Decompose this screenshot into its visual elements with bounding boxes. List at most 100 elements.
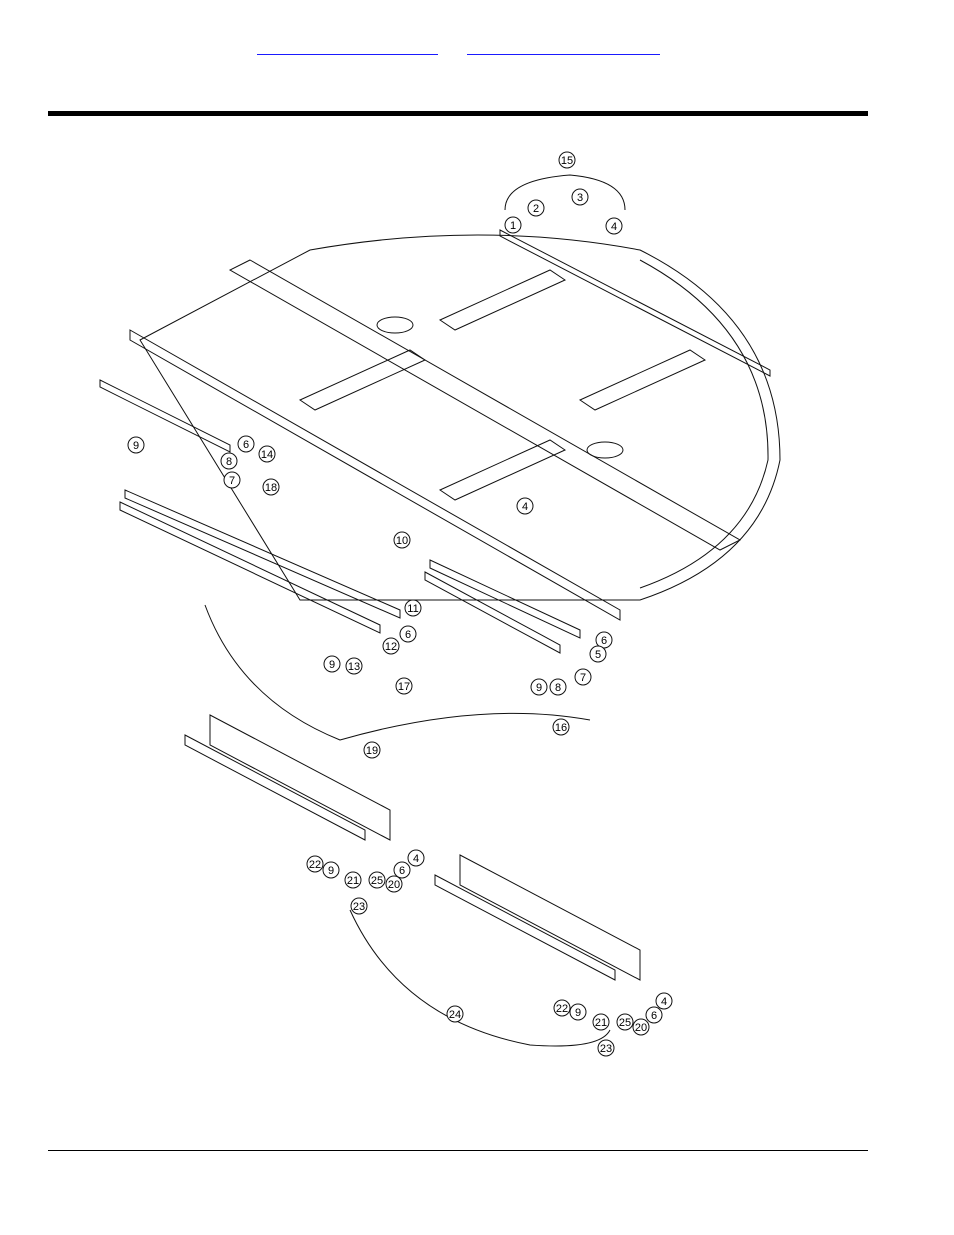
callout-c21a: 21 (344, 871, 362, 889)
bracket-24 (349, 909, 611, 1047)
callout-number: 1 (510, 220, 516, 232)
callout-c16: 16 (552, 718, 570, 736)
callout-number: 20 (635, 1022, 647, 1034)
callout-number: 25 (619, 1017, 631, 1029)
header-rule (48, 111, 868, 116)
callout-number: 17 (398, 681, 410, 693)
callout-circle (306, 855, 324, 873)
callout-c12: 12 (382, 637, 400, 655)
callout-number: 23 (600, 1043, 612, 1055)
callout-c21b: 21 (592, 1013, 610, 1031)
callout-circle (655, 992, 673, 1010)
callout-c6e: 6 (645, 1006, 663, 1024)
callout-circle (220, 452, 238, 470)
callout-c4d: 4 (655, 992, 673, 1010)
skid-right-2 (424, 571, 561, 654)
callout-number: 9 (133, 440, 139, 452)
callout-circle (127, 436, 145, 454)
callout-c3: 3 (571, 188, 589, 206)
callout-circle (385, 875, 403, 893)
footer-rule (48, 1150, 868, 1151)
bracket-19 (204, 604, 591, 741)
callout-c4c: 4 (407, 849, 425, 867)
callout-circle (404, 599, 422, 617)
nav-link-left[interactable] (257, 38, 438, 55)
callout-circle (363, 741, 381, 759)
callout-number: 24 (449, 1009, 461, 1021)
callout-number: 11 (407, 603, 418, 615)
callout-circle (382, 637, 400, 655)
callout-circle (350, 897, 368, 915)
callout-number: 5 (595, 649, 601, 661)
callout-c9d: 9 (322, 861, 340, 879)
callout-number: 9 (536, 682, 542, 694)
callout-c5: 5 (589, 645, 607, 663)
callout-number: 9 (575, 1007, 581, 1019)
callout-c1: 1 (504, 216, 522, 234)
callout-number: 9 (329, 659, 335, 671)
callout-c6d: 6 (393, 861, 411, 879)
callout-number: 22 (556, 1003, 568, 1015)
callout-number: 21 (595, 1017, 607, 1029)
callout-circle (597, 1039, 615, 1057)
callout-number: 16 (555, 722, 567, 734)
cross-beam-4 (438, 439, 567, 501)
callout-number: 4 (413, 853, 419, 865)
bracket-15 (504, 174, 626, 211)
callout-circle (223, 471, 241, 489)
callout-number: 18 (265, 482, 277, 494)
callout-c20a: 20 (385, 875, 403, 893)
callout-number: 14 (261, 449, 273, 461)
callout-c4a: 4 (605, 217, 623, 235)
shoe-assembly-upper-2 (184, 734, 366, 841)
callout-circle (393, 531, 411, 549)
callout-circle (574, 668, 592, 686)
skid-right (429, 559, 581, 639)
callout-circle (558, 151, 576, 169)
callout-c7b: 7 (574, 668, 592, 686)
callout-number: 7 (580, 672, 586, 684)
skid-left-lower-2 (119, 501, 381, 634)
callout-c6a: 6 (237, 435, 255, 453)
callout-circle (504, 216, 522, 234)
callout-circle (322, 861, 340, 879)
callout-number: 4 (661, 996, 667, 1008)
callout-number: 6 (399, 865, 405, 877)
callout-c2: 2 (527, 199, 545, 217)
callout-circle (530, 678, 548, 696)
front-beam (129, 329, 621, 621)
gearbox-opening-left (376, 316, 414, 334)
callout-c23a: 23 (350, 897, 368, 915)
callout-c18: 18 (262, 478, 280, 496)
callout-c10: 10 (393, 531, 411, 549)
callout-c25b: 25 (616, 1013, 634, 1031)
callout-c8b: 8 (549, 678, 567, 696)
callout-number: 2 (533, 203, 539, 215)
callout-c23b: 23 (597, 1039, 615, 1057)
callout-number: 9 (328, 865, 334, 877)
nav-link-right[interactable] (467, 38, 660, 55)
callout-number: 4 (522, 501, 528, 513)
callout-number: 19 (366, 745, 378, 757)
callout-circle (553, 999, 571, 1017)
callout-number: 10 (396, 535, 408, 547)
callout-circle (527, 199, 545, 217)
callout-circle (237, 435, 255, 453)
cross-beam-1 (298, 349, 427, 411)
callout-number: 12 (385, 641, 397, 653)
cross-beam-2 (438, 269, 567, 331)
shoe-assembly-lower-2 (434, 874, 616, 981)
callout-circle (569, 1003, 587, 1021)
callout-c14: 14 (258, 445, 276, 463)
shoe-assembly-lower (459, 854, 641, 981)
callout-number: 6 (651, 1010, 657, 1022)
callout-circle (323, 655, 341, 673)
callout-c22b: 22 (553, 999, 571, 1017)
callout-c7a: 7 (223, 471, 241, 489)
callout-c24: 24 (446, 1005, 464, 1023)
callout-c6b: 6 (399, 625, 417, 643)
callout-number: 15 (561, 155, 573, 167)
deck-rim (639, 259, 769, 589)
callout-c15: 15 (558, 151, 576, 169)
